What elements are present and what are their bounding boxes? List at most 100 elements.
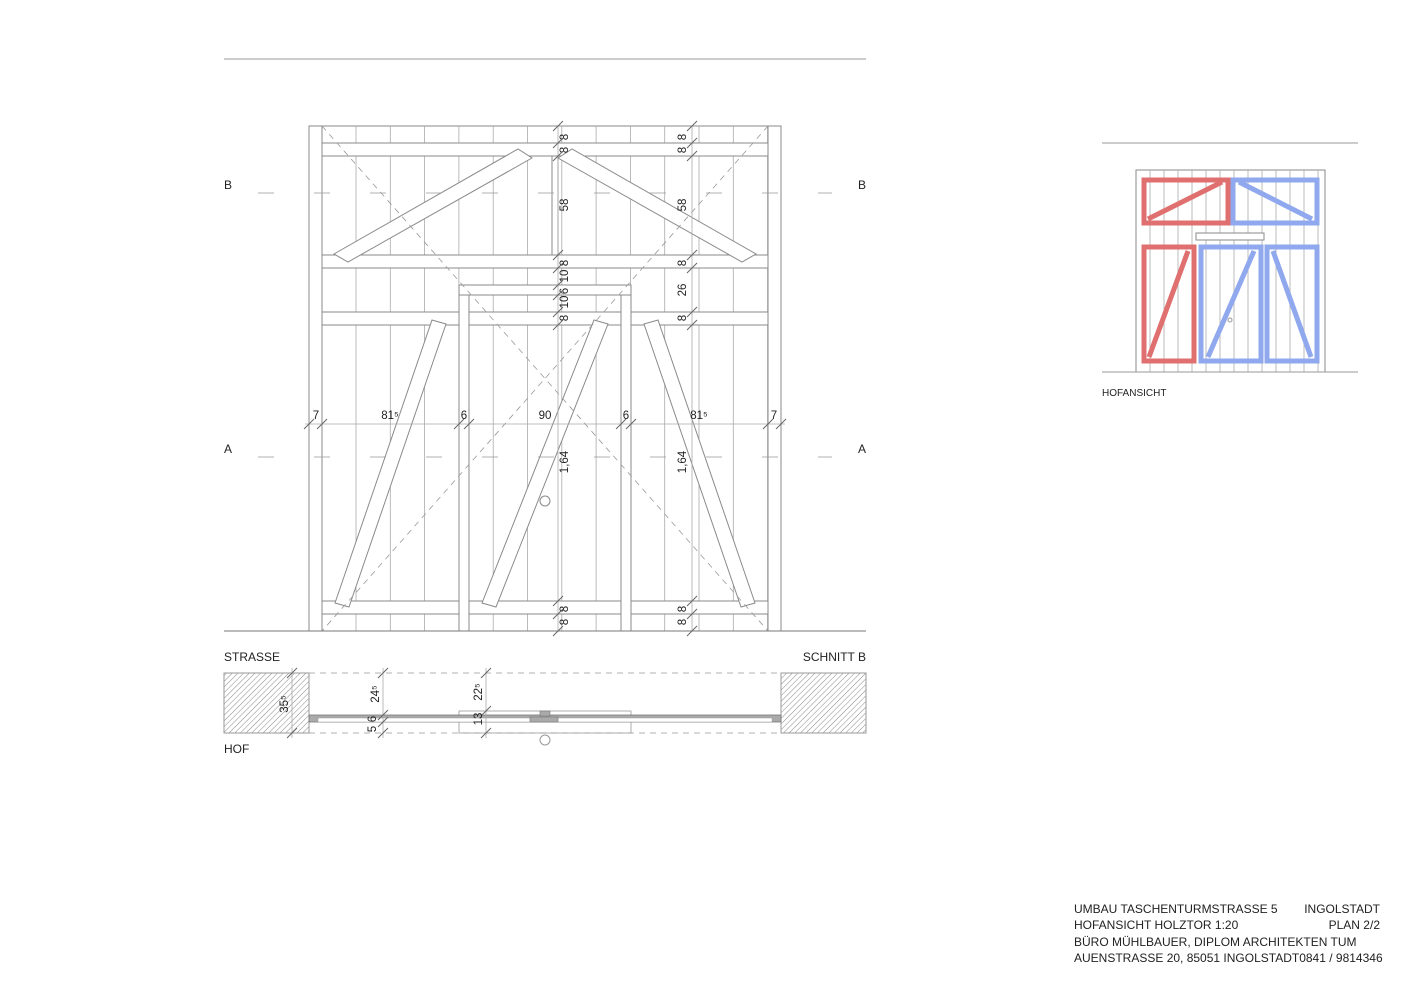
- door-diagonal: [1205, 250, 1257, 358]
- dimension-tick: [316, 418, 328, 430]
- dimension-label: 10: [559, 270, 571, 283]
- dimension-label: 6: [461, 410, 467, 422]
- lower-right-frame: [1264, 244, 1320, 364]
- upper-center-stile: [551, 155, 559, 256]
- door-right-jamb: [620, 294, 632, 632]
- dimension-label: 8: [677, 315, 689, 321]
- dimension-tick: [552, 319, 564, 331]
- right-leaf-frame-blue: [1198, 177, 1320, 364]
- hofansicht-view: HOFANSICHT: [1102, 169, 1358, 399]
- dimension-label: 58: [559, 199, 571, 212]
- lower-left-diagonal: [1146, 250, 1191, 358]
- door-handle: [539, 495, 551, 507]
- office-phone: 0841 / 9814346: [1299, 950, 1383, 965]
- diagonal-guide: [321, 125, 769, 632]
- dimension-tick: [552, 608, 564, 620]
- section-a-label-left: A: [224, 442, 232, 456]
- dimension-label: 5: [367, 726, 379, 732]
- door-brace: [481, 319, 609, 608]
- drawing-title: HOFANSICHT HOLZTOR 1:20: [1074, 918, 1239, 933]
- lower-right-diagonal: [1270, 250, 1314, 358]
- gate-outline: [308, 125, 782, 632]
- section-b-label-left: B: [224, 178, 232, 192]
- dimension-label: 6: [559, 288, 571, 294]
- dimension-tick: [480, 705, 492, 717]
- dimension-label: 8: [559, 147, 571, 153]
- dimension-tick: [615, 418, 627, 430]
- dimension-tick: [552, 249, 564, 261]
- hofansicht-handle: [1227, 317, 1233, 323]
- left-post: [308, 125, 323, 632]
- dimension-label: 8: [677, 619, 689, 625]
- dimension-label: 13: [473, 713, 485, 726]
- door-stop: [539, 710, 551, 717]
- dimension-tick: [480, 667, 492, 679]
- dimension-label: 7: [771, 410, 777, 422]
- bottom-rail: [321, 600, 769, 615]
- dimension-tick: [480, 727, 492, 739]
- dimension-tick: [286, 667, 298, 679]
- center-joint: [529, 716, 559, 723]
- dimension-label: 35⁵: [279, 695, 291, 713]
- dimension-tick: [686, 306, 698, 318]
- dimension-tick: [552, 262, 564, 274]
- dimension-label: 24⁵: [370, 685, 382, 703]
- top-rail: [321, 142, 769, 157]
- dimension-tick: [303, 418, 315, 430]
- door-left-jamb: [458, 294, 470, 632]
- dimension-label: 81⁵: [690, 410, 708, 422]
- schnitt-b-label: SCHNITT B: [803, 650, 866, 664]
- plan-number: PLAN 2/2: [1328, 918, 1380, 933]
- dimension-tick: [686, 150, 698, 162]
- door-frame: [1198, 244, 1264, 364]
- left-wall-hatch: [223, 672, 310, 734]
- dimension-label: 6: [367, 716, 379, 722]
- dimension-tick: [686, 319, 698, 331]
- right-leaf-brace: [643, 319, 756, 608]
- dimension-tick: [377, 709, 389, 721]
- dimension-tick: [686, 262, 698, 274]
- dimension-tick: [377, 667, 389, 679]
- upper-right-diagonal: [1237, 179, 1314, 222]
- dimension-label: 22⁵: [473, 683, 485, 701]
- project-name: UMBAU TASCHENTURMSTRASSE 5: [1074, 902, 1278, 916]
- middle-rail: [321, 254, 769, 269]
- section-a-label-right: A: [858, 442, 866, 456]
- dimension-tick: [286, 727, 298, 739]
- upper-left-diagonal: [1146, 179, 1224, 222]
- upper-right-brace: [557, 148, 758, 263]
- door-lintel: [458, 284, 632, 296]
- lower-left-frame: [1141, 244, 1197, 364]
- dimension-label: 10: [559, 296, 571, 309]
- dimension-tick: [552, 150, 564, 162]
- diagonal-guide: [321, 125, 769, 632]
- dimension-label: 8: [559, 315, 571, 321]
- dimension-label: 1,64: [559, 450, 571, 473]
- dimension-tick: [552, 289, 564, 301]
- dimension-tick: [686, 249, 698, 261]
- upper-left-frame: [1141, 177, 1231, 226]
- dimension-tick: [552, 625, 564, 637]
- dimension-label: 8: [559, 619, 571, 625]
- dimension-label: 8: [677, 147, 689, 153]
- dimension-tick: [686, 608, 698, 620]
- hof-label: HOF: [224, 742, 249, 756]
- dimension-tick: [552, 595, 564, 607]
- dimension-label: 90: [539, 410, 552, 422]
- dimension-tick: [453, 418, 465, 430]
- dimension-tick: [377, 727, 389, 739]
- office-address: AUENSTRASSE 20, 85051 INGOLSTADT: [1074, 950, 1300, 965]
- dimension-label: 26: [677, 284, 689, 297]
- dimension-label: 8: [559, 260, 571, 266]
- office-name: BÜRO MÜHLBAUER, DIPLOM ARCHITEKTEN TUM: [1074, 934, 1357, 949]
- right-wall-hatch: [780, 672, 867, 734]
- dimension-label: 8: [677, 606, 689, 612]
- handle-section: [539, 734, 551, 746]
- dimension-label: 1,64: [677, 450, 689, 473]
- dimension-tick: [686, 120, 698, 132]
- dimension-label: 8: [677, 134, 689, 140]
- dimension-tick: [552, 120, 564, 132]
